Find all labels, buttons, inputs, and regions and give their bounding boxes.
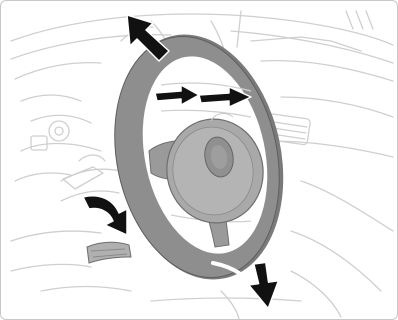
down-arrow-icon [246,261,282,311]
curved-arrow-icon [83,196,127,235]
adjustment-lever [87,242,131,263]
